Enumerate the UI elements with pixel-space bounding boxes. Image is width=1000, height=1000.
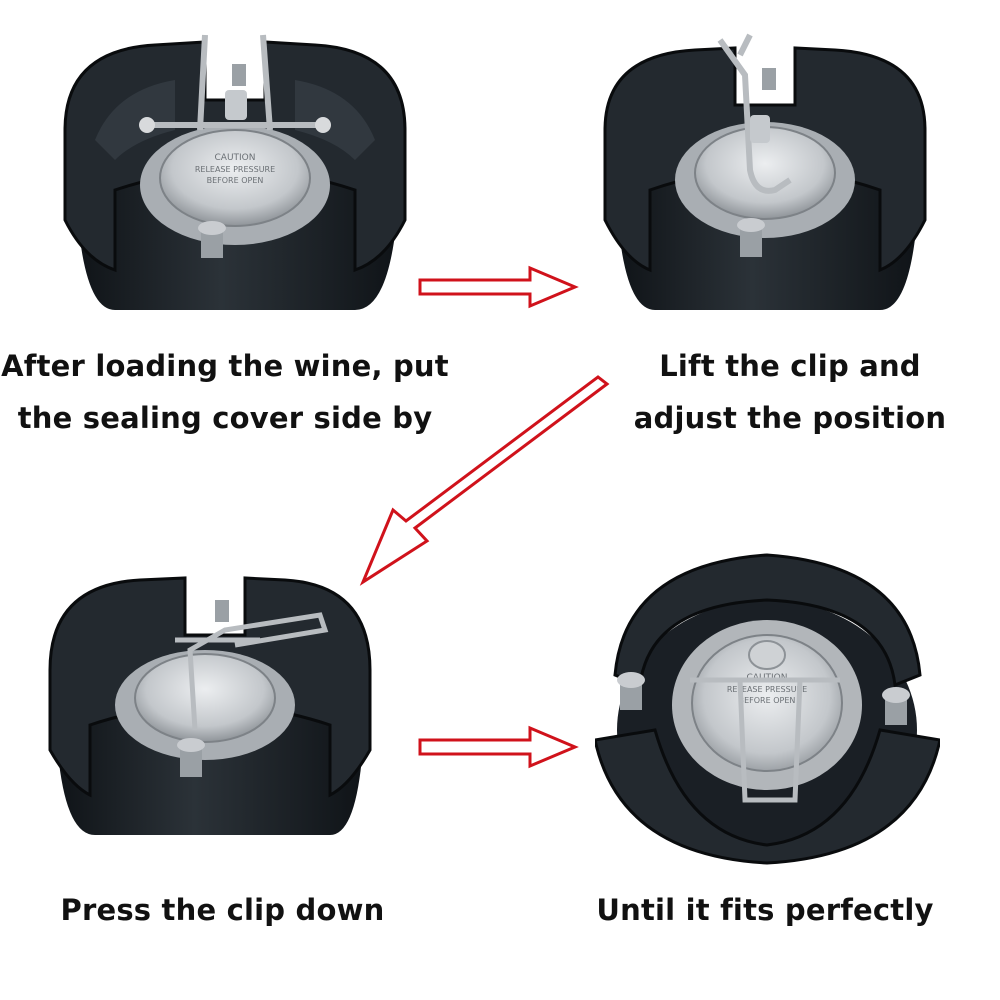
step-2-panel — [600, 20, 930, 310]
step-2-caption-line-2: adjust the position — [633, 401, 947, 435]
lid-release-text: RELEASE PRESSURE — [195, 165, 275, 174]
arrow-right-shape-bottom — [418, 725, 579, 769]
arrow-right-icon-top — [418, 265, 579, 309]
keg-photo-step-2 — [603, 33, 927, 310]
lid-open-text-4: BEFORE OPEN — [739, 696, 796, 705]
lid-open-text: BEFORE OPEN — [207, 176, 264, 185]
keg-photo-step-3 — [48, 576, 372, 835]
step-2-caption: Lift the clip and adjust the position — [580, 340, 1000, 444]
step-1-panel: CAUTION RELEASE PRESSURE BEFORE OPEN — [55, 20, 415, 310]
arrow-diagonal-shape — [359, 375, 610, 586]
arrow-right-shape-top — [418, 265, 579, 309]
step-3-panel — [45, 570, 375, 835]
lid-caution-text: CAUTION — [215, 153, 256, 163]
step-1-caption-line-1: After loading the wine, put — [1, 349, 449, 383]
arrow-right-icon-bottom — [418, 725, 579, 769]
lid-release-text-4: RELEASE PRESSURE — [727, 685, 807, 694]
step-1-caption-line-2: the sealing cover side by — [17, 401, 433, 435]
step-2-caption-line-1: Lift the clip and — [659, 349, 921, 383]
arrow-diagonal-icon — [359, 375, 610, 586]
step-3-caption: Press the clip down — [0, 884, 445, 936]
step-4-caption-line-1: Until it fits perfectly — [596, 893, 934, 927]
keg-photo-step-1: CAUTION RELEASE PRESSURE BEFORE OPEN — [63, 34, 407, 310]
step-4-caption: Until it fits perfectly — [555, 884, 975, 936]
keg-photo-step-4: CAUTION RELEASE PRESSURE BEFORE OPEN — [595, 553, 940, 865]
step-4-panel: CAUTION RELEASE PRESSURE BEFORE OPEN — [595, 545, 940, 865]
step-1-caption: After loading the wine, put the sealing … — [0, 340, 450, 444]
step-3-caption-line-1: Press the clip down — [60, 893, 385, 927]
